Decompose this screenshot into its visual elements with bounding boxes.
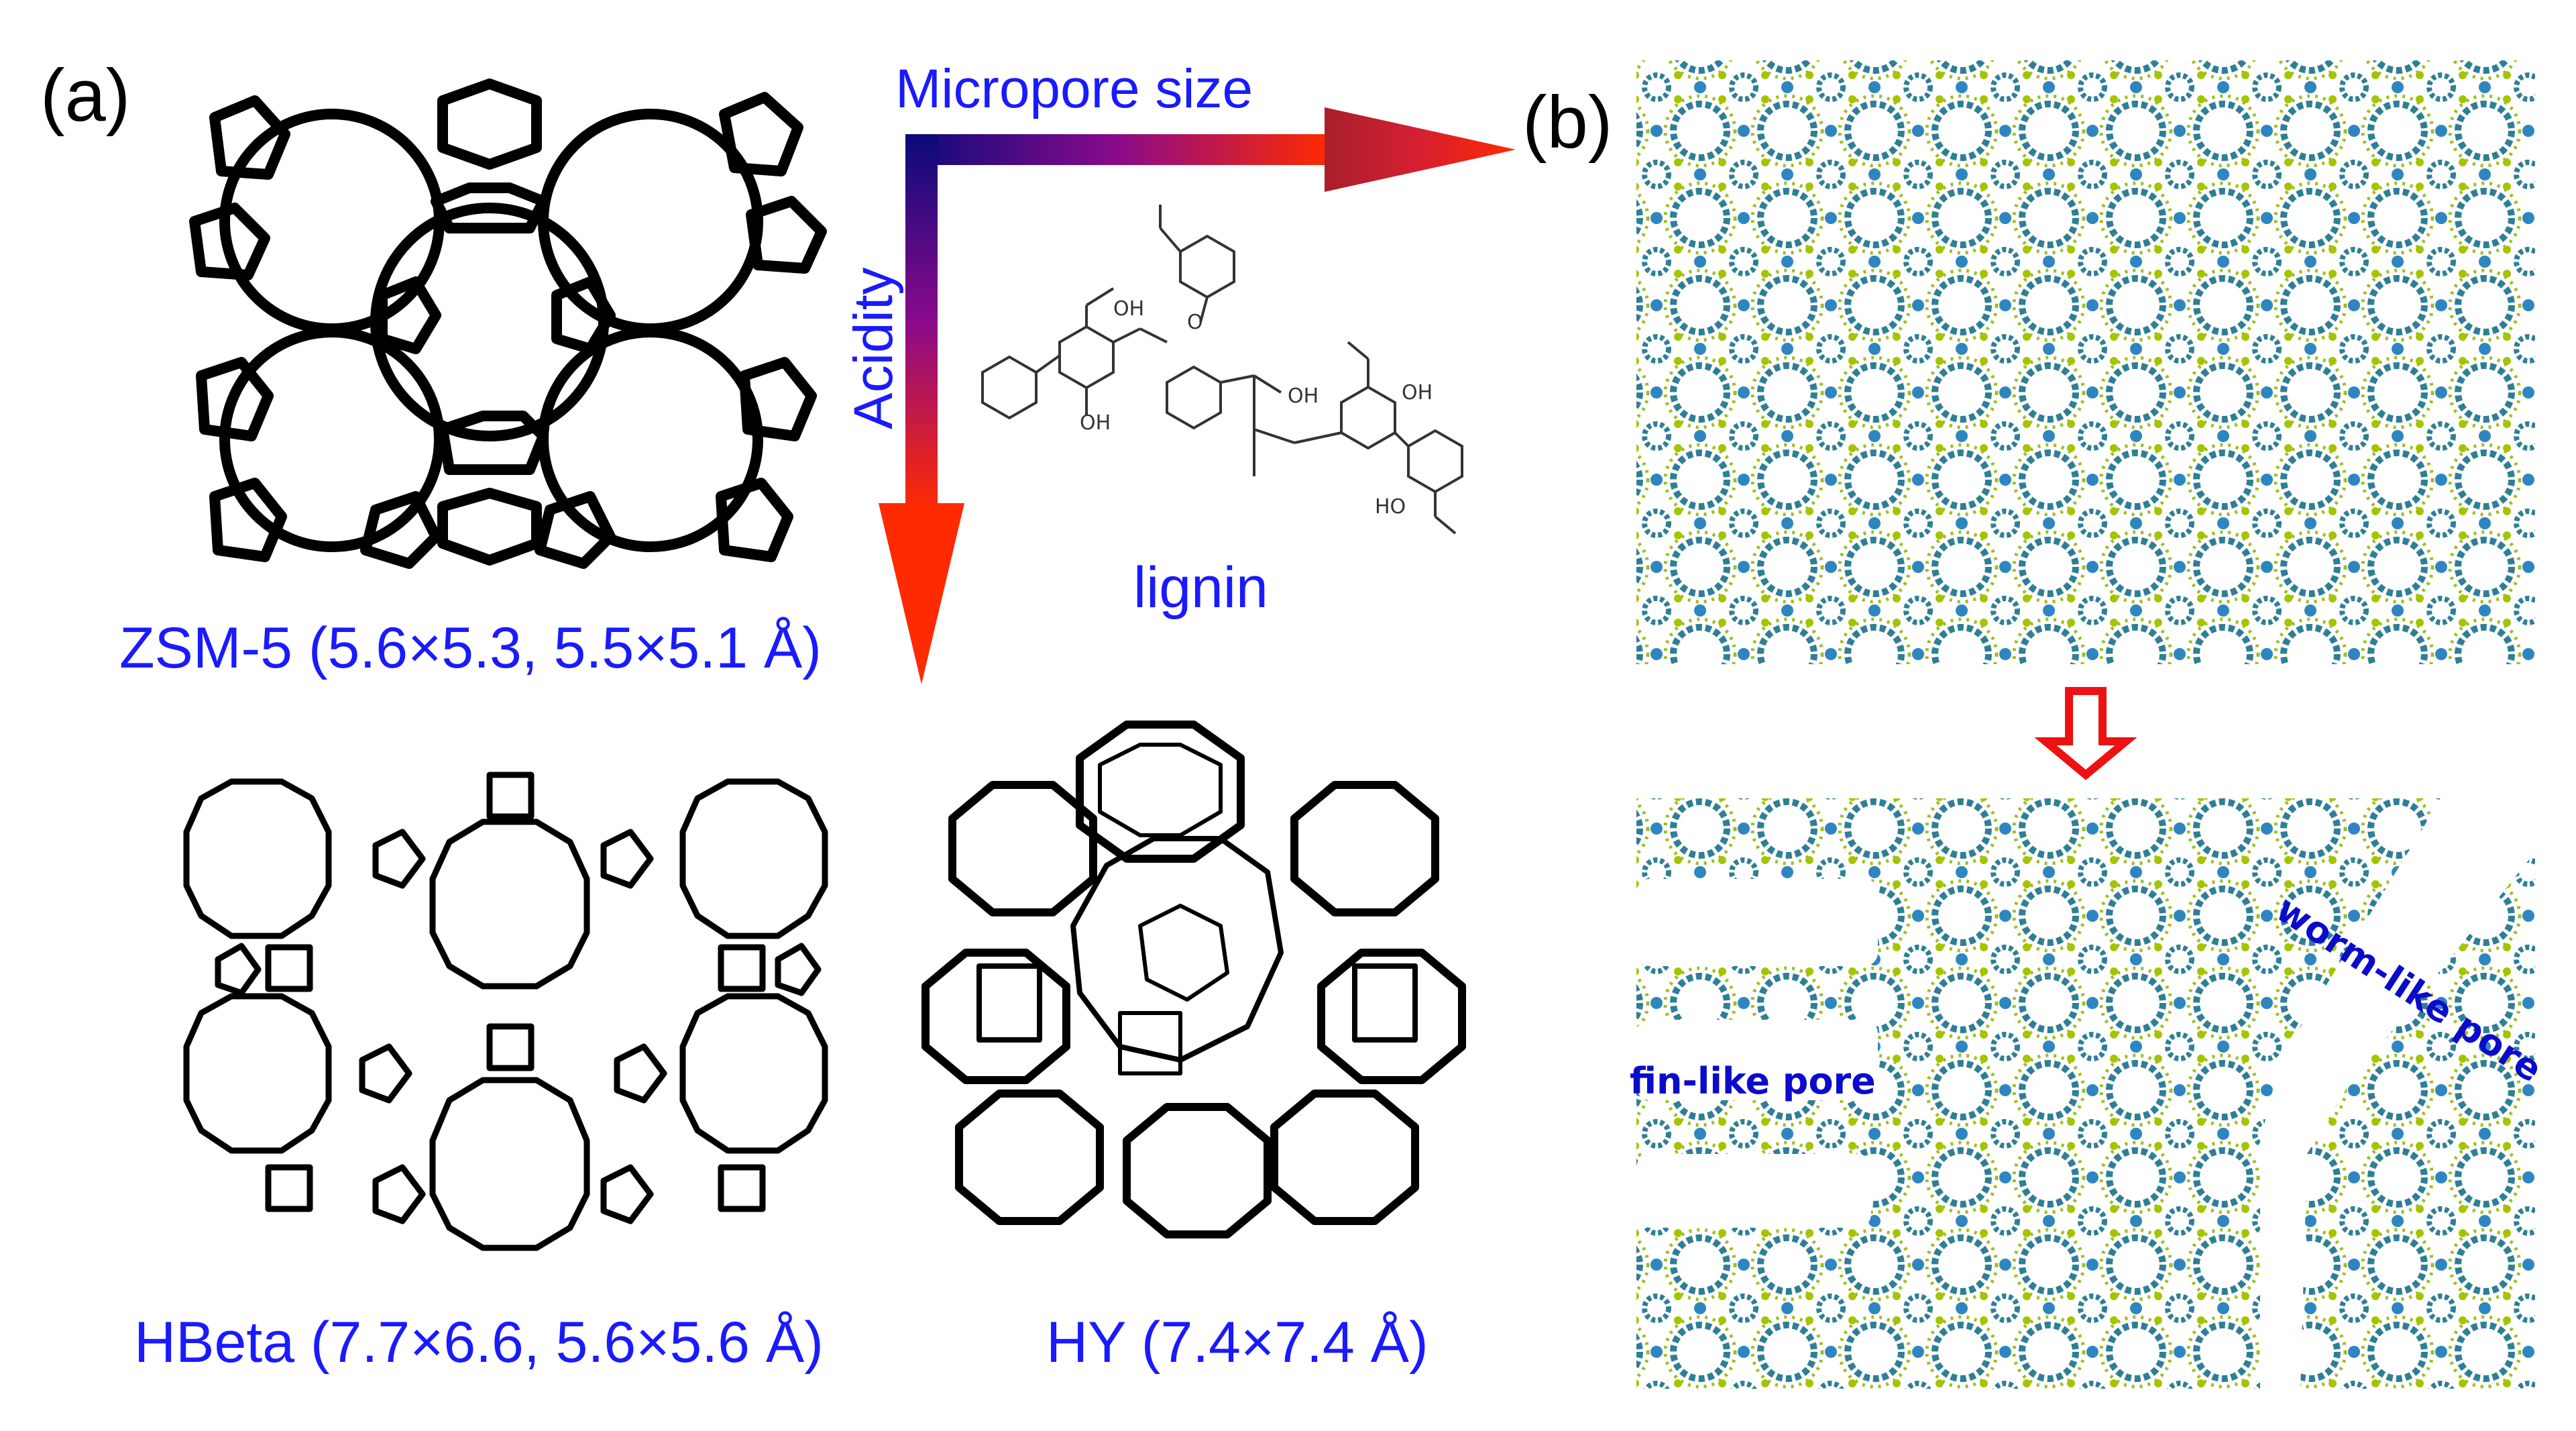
lignin-oh-1: OH [1113, 297, 1144, 321]
lignin-label: lignin [1133, 555, 1268, 620]
micropore-size-label: Micropore size [895, 58, 1253, 119]
lignin-oh-4: OH [1402, 381, 1433, 405]
lignin-oh-2: OH [1080, 411, 1111, 435]
lignin-structure [981, 205, 1463, 535]
lignin-ho-label: HO [1375, 495, 1406, 519]
worm-like-pore-channel [2260, 798, 2535, 1389]
zsm5-framework-drawing [189, 78, 827, 569]
fin-like-pore-channel [1636, 1154, 1871, 1228]
hy-caption: HY (7.4×7.4 Å) [1046, 1310, 1429, 1375]
hy-framework-drawing [921, 721, 1466, 1238]
hbeta-framework-drawing [183, 772, 828, 1251]
fin-like-pore-channel [1636, 1020, 1878, 1100]
lignin-o-label: O [1187, 311, 1203, 334]
fin-like-pore-channel [1636, 879, 1878, 966]
zsm5-caption: ZSM-5 (5.6×5.3, 5.5×5.1 Å) [119, 616, 822, 680]
fin-like-pore-label: fin-like pore [1630, 1060, 1876, 1102]
transformation-arrow [2034, 687, 2137, 780]
zeolite-microporous-lattice [1636, 60, 2535, 664]
lignin-oh-3: OH [1288, 384, 1319, 408]
micropore-size-arrow [905, 107, 1516, 192]
hierarchical-zeolite-lattice [1636, 798, 2535, 1389]
panel-b-label: (b) [1522, 81, 1612, 164]
acidity-label: Acidity [843, 267, 904, 429]
panel-a-label: (a) [40, 54, 130, 137]
acidity-arrow [879, 134, 964, 684]
hbeta-caption: HBeta (7.7×6.6, 5.6×5.6 Å) [134, 1310, 824, 1375]
lignin-group-labels: O OH OH OH OH HO [1080, 297, 1433, 519]
